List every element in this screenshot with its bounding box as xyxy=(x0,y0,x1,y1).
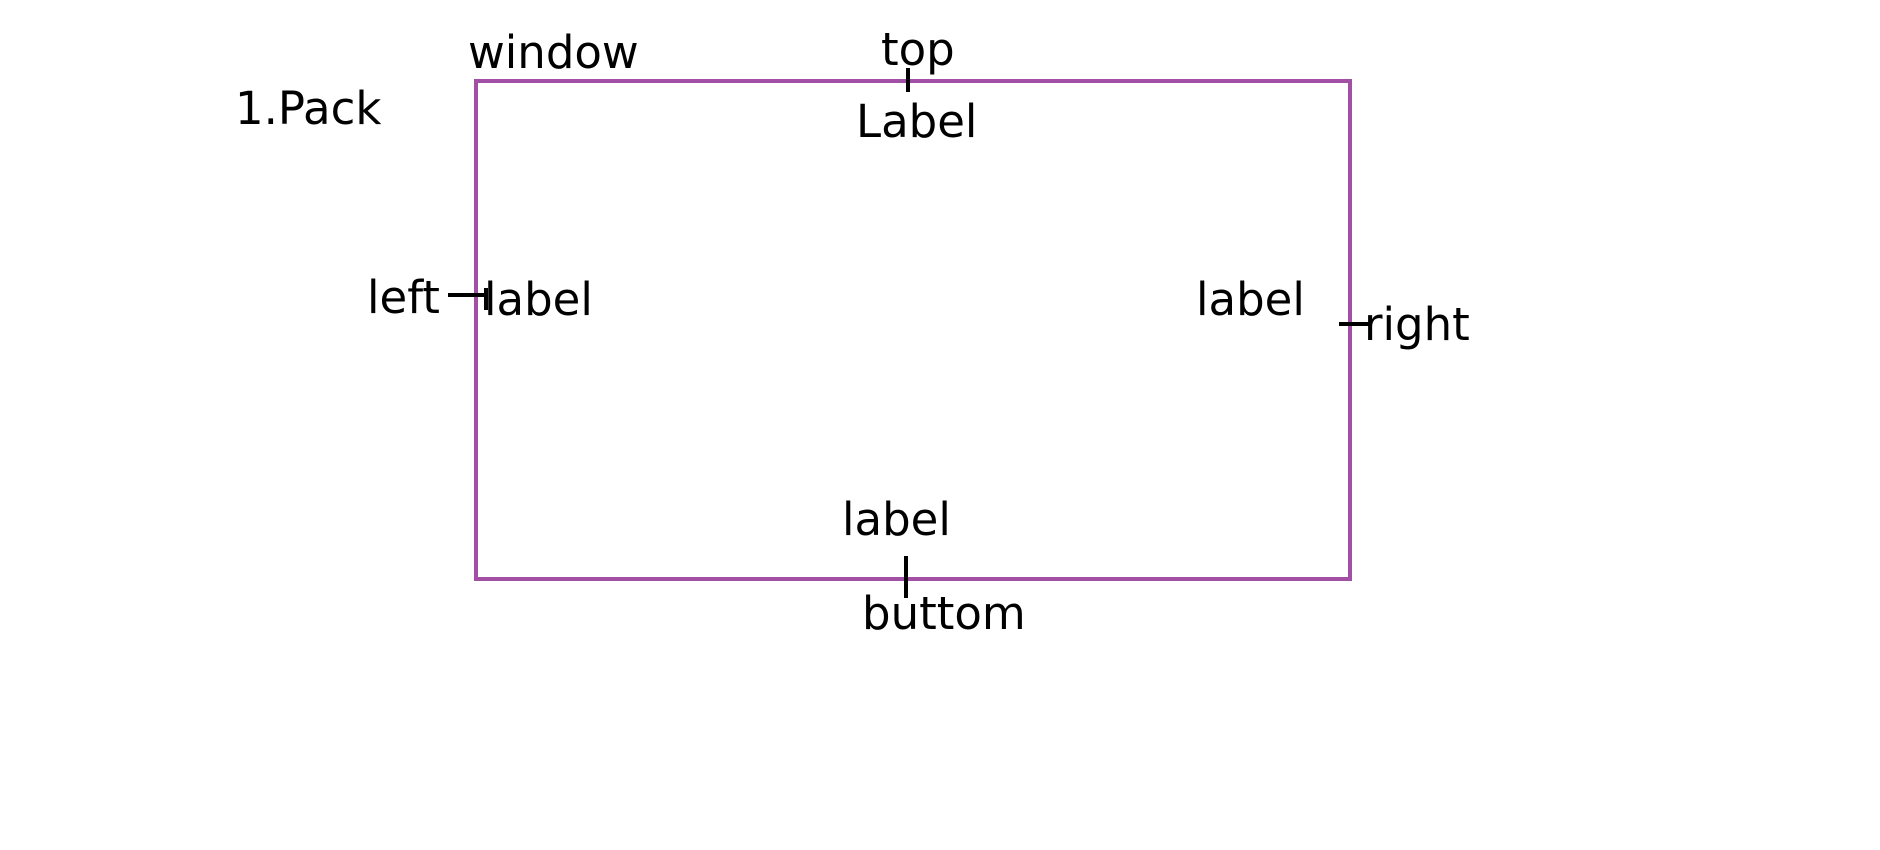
top-label: Label xyxy=(856,95,978,148)
bottom-side-caption: buttom xyxy=(862,587,1026,640)
right-connector xyxy=(1339,322,1369,326)
left-label: label xyxy=(484,273,593,326)
right-label: label xyxy=(1196,273,1305,326)
top-connector xyxy=(906,68,910,92)
window-frame xyxy=(474,79,1352,581)
right-side-caption: right xyxy=(1364,298,1470,351)
window-caption: window xyxy=(468,26,639,79)
bottom-connector xyxy=(904,556,908,598)
left-side-caption: left xyxy=(367,271,440,324)
top-side-caption: top xyxy=(881,23,955,76)
bottom-label: label xyxy=(842,493,951,546)
left-connector-stub xyxy=(484,288,488,310)
diagram-heading: 1.Pack xyxy=(235,82,382,135)
left-connector xyxy=(448,293,488,297)
